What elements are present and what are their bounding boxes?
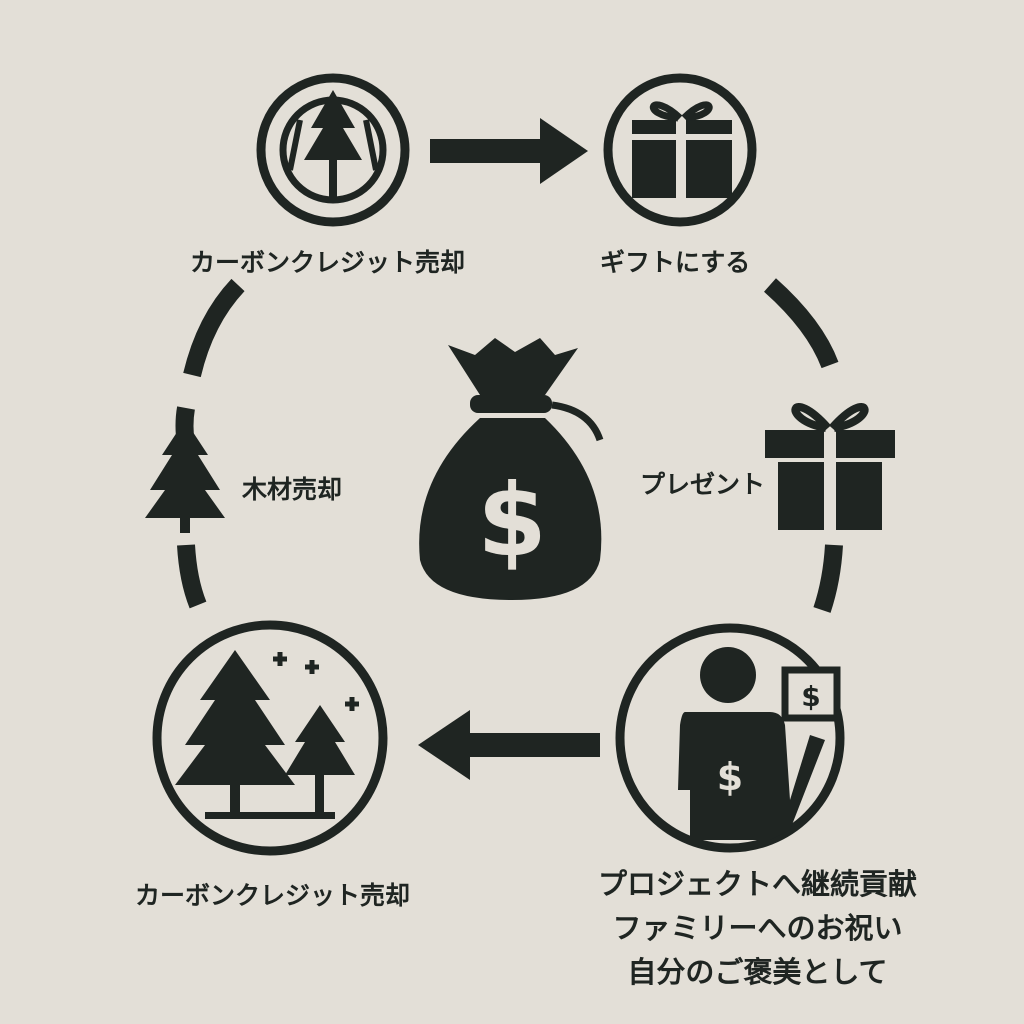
label-use-line: ファミリーへのお祝い <box>612 911 903 945</box>
label-uses: プロジェクトへ継続貢献 ファミリーへのお祝い 自分のご褒美として <box>595 862 920 994</box>
label-present: プレゼント <box>640 470 766 499</box>
money-bag-icon: $ <box>419 338 604 600</box>
tree-icon <box>145 420 225 533</box>
present-icon <box>765 403 895 530</box>
label-make-gift: ギフトにする <box>600 248 751 277</box>
label-use-line: プロジェクトへ継続貢献 <box>597 867 917 901</box>
person-with-money-icon: $ $ <box>615 623 845 853</box>
svg-text:$: $ <box>801 680 820 713</box>
svg-text:$: $ <box>477 462 547 579</box>
forest-icon <box>152 620 388 856</box>
cycle-dash <box>813 544 843 613</box>
label-use-line: 自分のご褒美として <box>627 955 888 989</box>
gift-icon <box>603 73 757 227</box>
label-carbon-credit-sale-top: カーボンクレジット売却 <box>190 248 466 277</box>
cycle-dash <box>183 278 245 378</box>
arrow-left-icon <box>418 710 600 780</box>
cycle-dash <box>177 544 207 609</box>
svg-text:$: $ <box>717 755 743 799</box>
label-carbon-credit-sale-bottom: カーボンクレジット売却 <box>135 881 411 910</box>
carbon-forest-icon <box>256 73 410 227</box>
cycle-dash <box>764 278 839 369</box>
label-timber-sale: 木材売却 <box>242 475 343 504</box>
arrow-right-icon <box>430 118 588 184</box>
